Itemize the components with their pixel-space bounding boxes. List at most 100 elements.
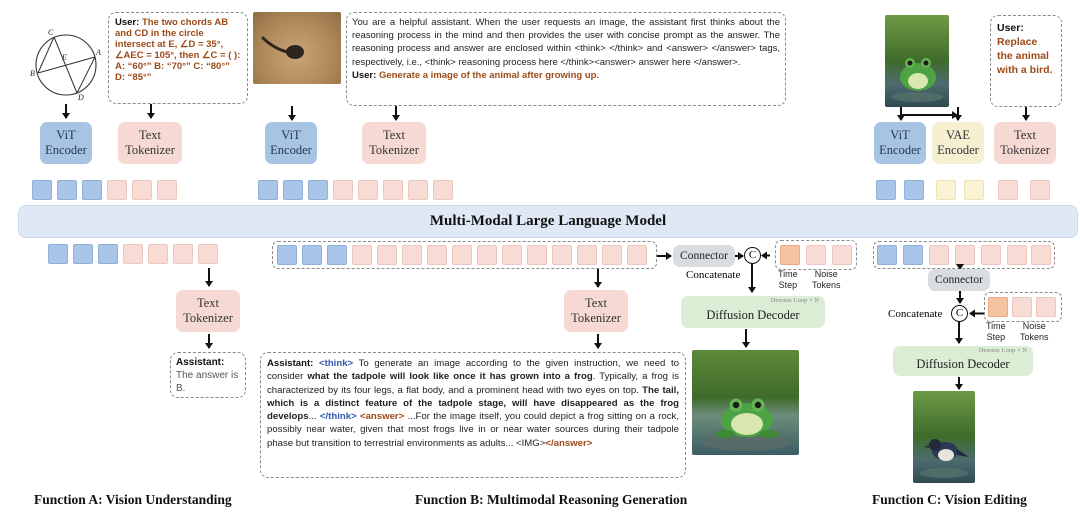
b-arrow-to-concat (735, 252, 744, 259)
text-token (527, 245, 547, 265)
noise-token (1036, 297, 1056, 317)
c-concat-symbol: C (951, 305, 968, 322)
c-arrow-split (900, 111, 958, 118)
text-token (427, 245, 447, 265)
text-token (929, 245, 949, 265)
text-token (148, 244, 168, 264)
image-token (57, 180, 77, 200)
b-system-prompt-box: You are a helpful assistant. When the us… (346, 12, 786, 106)
b-denoise-loop: Denoise Loop × N (770, 297, 819, 304)
b-response-4: ...For the image itself, you could depic… (267, 411, 679, 449)
noise-token (1012, 297, 1032, 317)
a-user-label: User: (115, 17, 140, 28)
image-token (904, 180, 924, 200)
b-response-1: To generate an image according to the gi… (267, 358, 680, 383)
b-arrow-image (288, 106, 295, 121)
a-text-tokenizer: Text Tokenizer (118, 122, 182, 164)
bird-icon (920, 439, 969, 478)
point-label-b: B (30, 69, 35, 78)
text-token (955, 245, 975, 265)
a-user-prompt-box: User: The two chords AB and CD in the ci… (108, 12, 248, 104)
mllm-label: Multi-Modal Large Language Model (429, 213, 667, 229)
b-assistant-box: Assistant: <think> To generate an image … (260, 352, 686, 478)
text-token (402, 245, 422, 265)
b-think-open: <think> (319, 358, 354, 369)
c-vae-encoder: VAE Encoder (932, 122, 984, 164)
b-user-request: Generate a image of the animal after gro… (378, 69, 600, 81)
vae-token (936, 180, 956, 200)
frog-icon (891, 58, 943, 102)
b-answer-open: <answer> (359, 411, 405, 423)
b-user-label: User: (352, 69, 377, 81)
c-arrow-to-bird (955, 377, 962, 390)
c-time-step-label: Time Step (986, 321, 1006, 342)
c-text-tokenizer: Text Tokenizer (994, 122, 1056, 164)
b-response-bold-2: The tail, which is a distinct feature of… (267, 384, 679, 423)
text-token (408, 180, 428, 200)
b-vit-encoder: ViT Encoder (265, 122, 317, 164)
time-step-token (780, 245, 800, 265)
caption-function-a: Function A: Vision Understanding (34, 492, 232, 507)
a-arrow-image (62, 104, 69, 119)
a-options: A: “60°” B: “70°” C: “80°” D: “85°” (115, 61, 230, 83)
image-token (302, 245, 322, 265)
image-token (283, 180, 303, 200)
image-token (258, 180, 278, 200)
image-token (903, 245, 923, 265)
tadpole-icon (261, 36, 304, 59)
a-answer-box: Assistant: The answer is B. (170, 352, 246, 398)
c-vit-encoder: ViT Encoder (874, 122, 926, 164)
c-user-label: User: (997, 22, 1024, 34)
point-label-e: E (61, 53, 67, 62)
text-token (1031, 245, 1051, 265)
text-token (433, 180, 453, 200)
mllm-bar: Multi-Modal Large Language Model (18, 205, 1078, 238)
c-user-prompt-box: User: Replace the animal with a bird. (990, 15, 1062, 107)
c-concatenate-label: Concatenate (888, 308, 943, 320)
text-token (998, 180, 1018, 200)
a-text-tokenizer-out: Text Tokenizer (176, 290, 240, 332)
text-token (1007, 245, 1027, 265)
c-instruction: Replace the animal with a bird. (997, 36, 1053, 76)
b-response-3: ... (308, 411, 317, 423)
text-token (477, 245, 497, 265)
b-arrow-text (392, 106, 399, 121)
text-token (981, 245, 1001, 265)
a-arrow-out (205, 268, 212, 287)
a-vit-encoder: ViT Encoder (40, 122, 92, 164)
image-token (48, 244, 68, 264)
b-text-tokenizer-out: Text Tokenizer (564, 290, 628, 332)
image-token (32, 180, 52, 200)
b-arrow-concat-down (748, 264, 755, 293)
b-concatenate-label: Concatenate (686, 269, 741, 281)
c-denoise-loop: Denoise Loop × N (978, 347, 1027, 354)
b-time-step-label: Time Step (778, 269, 798, 290)
time-step-token (988, 297, 1008, 317)
text-token (577, 245, 597, 265)
frog-icon (703, 398, 791, 451)
image-token (98, 244, 118, 264)
text-token (383, 180, 403, 200)
caption-function-b: Function B: Multimodal Reasoning Generat… (415, 492, 688, 507)
b-arrow-to-connector (657, 252, 672, 259)
text-token (173, 244, 193, 264)
a-arrow-text (147, 104, 154, 119)
text-token (502, 245, 522, 265)
point-label-c: C (48, 28, 54, 37)
c-diffusion-decoder: Diffusion Decoder Denoise Loop × N (893, 346, 1033, 376)
c-arrow-vit (897, 107, 904, 121)
bird-image (913, 391, 975, 483)
text-token (1030, 180, 1050, 200)
caption-function-c: Function C: Vision Editing (872, 492, 1027, 507)
geometry-point-labels: C A E B D (30, 28, 101, 100)
a-arrow-answer (205, 334, 212, 349)
text-token (352, 245, 372, 265)
image-token (308, 180, 328, 200)
a-answer: The answer is B. (176, 370, 239, 394)
text-token (452, 245, 472, 265)
b-diffusion-decoder: Diffusion Decoder Denoise Loop × N (681, 296, 825, 328)
text-token (627, 245, 647, 265)
text-token (377, 245, 397, 265)
b-response-2: . Typically, a frog is characterized by … (267, 371, 679, 396)
noise-token (832, 245, 852, 265)
